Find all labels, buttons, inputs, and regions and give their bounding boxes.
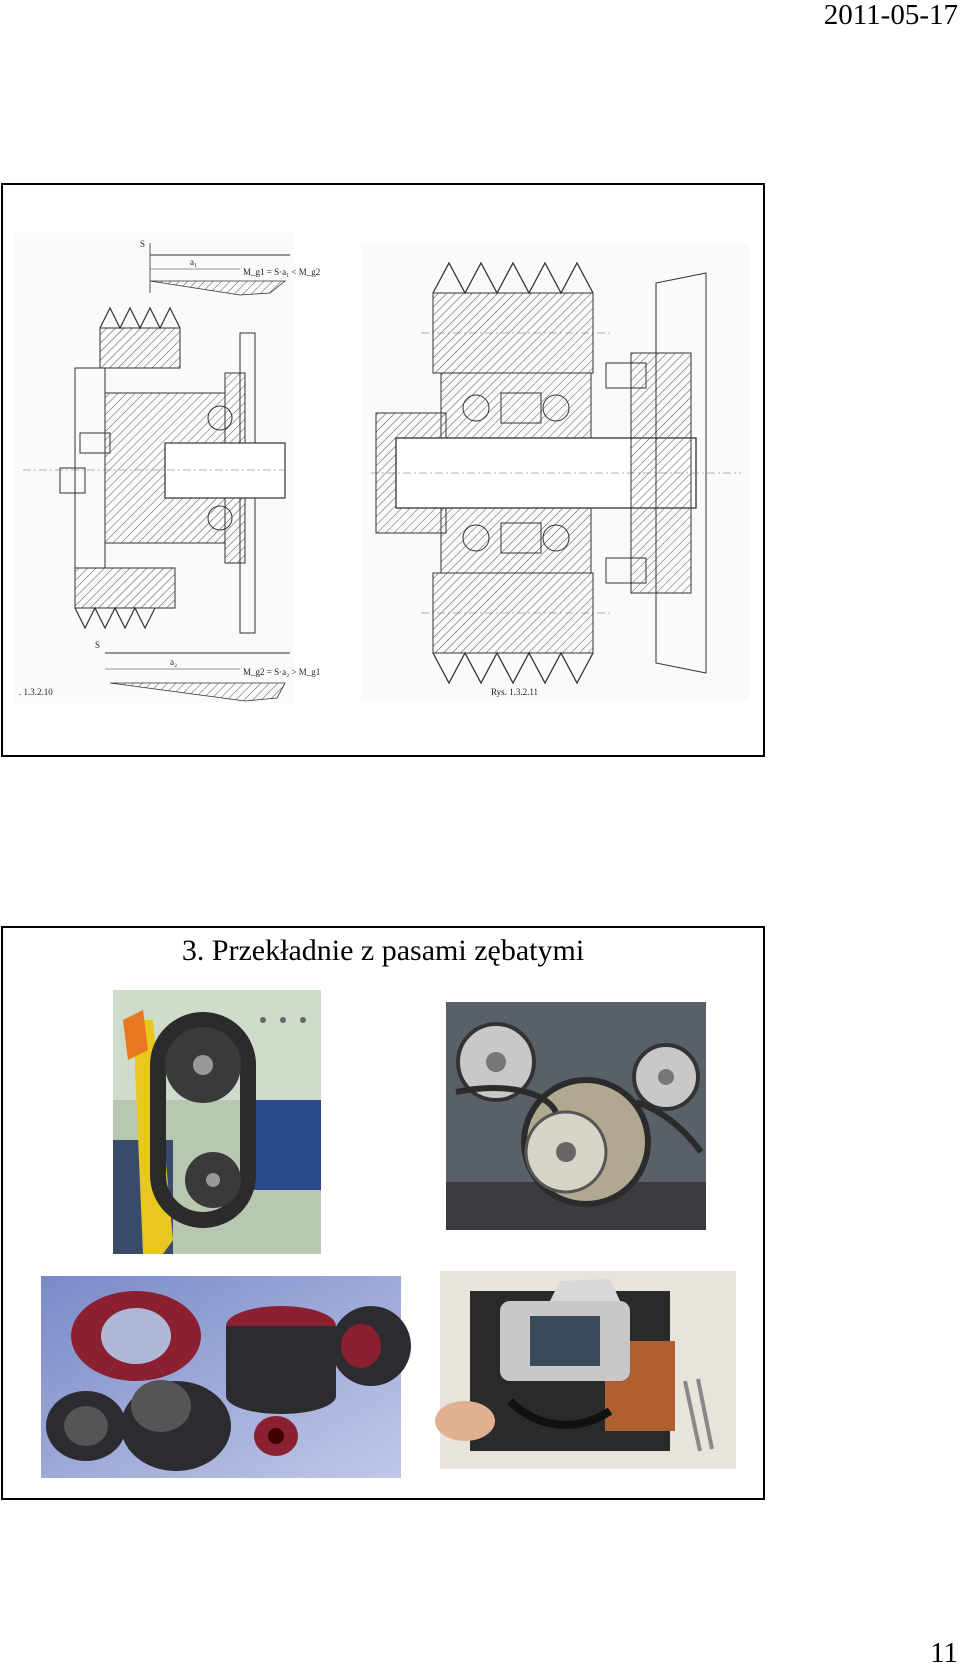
photo-belt-drive-motor: [113, 990, 321, 1254]
label-a2: a₂: [170, 657, 177, 667]
photo-toothed-pulleys: [446, 1002, 706, 1230]
slide-title: 3. Przekładnie z pasami zębatymi: [181, 934, 585, 967]
label-moment-top: M_g1 = S·a₁ < M_g2: [243, 267, 320, 277]
page-number: 11: [930, 1637, 958, 1669]
pulley-section-drawing-left: S a₁ M_g1 = S·a₁ < M_g2 S: [19, 239, 320, 702]
figure-right-drawing: Rys. 1.3.2.11: [361, 243, 749, 701]
pulley-section-drawing-right: Rys. 1.3.2.11: [371, 261, 741, 697]
label-s-top: S: [140, 239, 145, 249]
slide-toothed-belts: 3. Przekładnie z pasami zębatymi: [1, 926, 765, 1500]
label-s-bottom: S: [95, 640, 100, 650]
slide-technical-drawings: S a₁ M_g1 = S·a₁ < M_g2 S: [1, 183, 765, 757]
figure-left-caption: . 1.3.2.10: [19, 687, 53, 697]
label-a1: a₁: [190, 257, 197, 267]
page-date: 2011-05-17: [823, 0, 958, 31]
photo-camera-belt: [435, 1271, 736, 1469]
figure-left-drawing: S a₁ M_g1 = S·a₁ < M_g2 S: [15, 233, 320, 703]
figure-right-caption: Rys. 1.3.2.11: [491, 687, 538, 697]
label-moment-bottom: M_g2 = S·a₂ > M_g1: [243, 667, 320, 677]
photo-eurogrip-pulleys: [41, 1276, 411, 1478]
